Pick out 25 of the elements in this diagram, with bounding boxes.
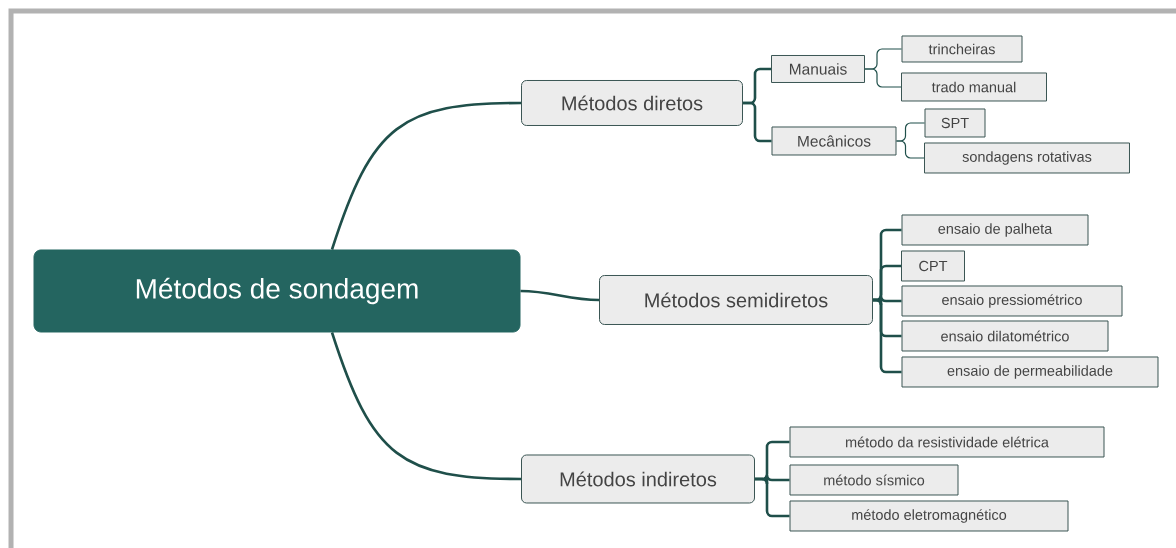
connector (330, 101, 522, 250)
leaf-box: CPT (901, 250, 965, 282)
leaf-box: método sísmico (789, 464, 959, 496)
leaf-box: método da resistividade elétrica (789, 426, 1105, 458)
connector (895, 140, 925, 159)
subtopic-box: Manuais (771, 55, 865, 83)
connector (873, 298, 902, 374)
leaf-box: ensaio de permeabilidade (901, 356, 1159, 388)
leaf-box: ensaio de palheta (901, 214, 1089, 246)
leaf-box: SPT (924, 108, 986, 138)
topic-box: Métodos semidiretos (599, 275, 873, 325)
leaf-box: trado manual (901, 72, 1047, 102)
subtopic-box: Mecânicos (771, 126, 897, 156)
topic-box: Métodos indiretos (521, 454, 755, 504)
leaf-box: sondagens rotativas (924, 142, 1130, 174)
connector (520, 289, 600, 302)
root-box: Métodos de sondagem (33, 249, 521, 333)
connector (864, 68, 902, 88)
connector (755, 477, 790, 518)
leaf-box: ensaio pressiométrico (901, 285, 1123, 317)
topic-box: Métodos diretos (521, 80, 743, 126)
leaf-box: ensaio dilatométrico (901, 320, 1109, 352)
connector (330, 332, 522, 481)
leaf-box: método eletromagnético (789, 500, 1069, 532)
leaf-box: trincheiras (901, 35, 1023, 63)
